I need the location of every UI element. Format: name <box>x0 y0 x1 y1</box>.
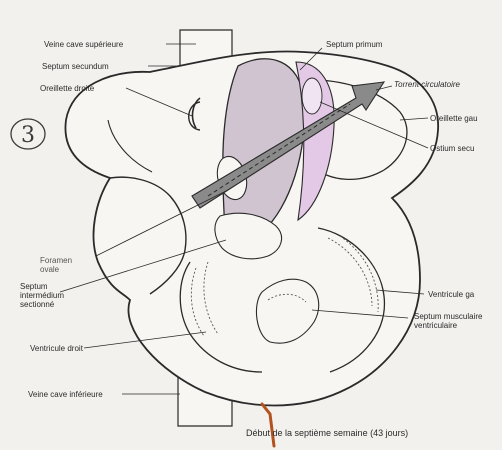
label-veine-cave-superieure: Veine cave supérieure <box>44 40 123 49</box>
label-oreillette-droite: Oreillette droite <box>40 84 94 93</box>
pen-mark <box>262 404 274 446</box>
label-veine-cave-inferieure: Veine cave inférieure <box>28 390 103 399</box>
label-septum-musculaire: Septum musculaire ventriculaire <box>414 312 486 330</box>
label-oreillette-gauche: Oreillette gau <box>430 114 478 123</box>
handwritten-number: 3 <box>21 123 35 148</box>
circled-number-mark: 3 <box>8 114 48 154</box>
label-torrent-circulatoire: Torrent circulatoire <box>394 80 460 89</box>
label-septum-secundum: Septum secundum <box>42 62 109 71</box>
ostium-secundum-hole <box>302 78 322 114</box>
label-septum-intermedium: Septum intermédium sectionné <box>20 282 92 309</box>
label-foramen-ovale: Foramen ovale <box>40 256 86 274</box>
label-septum-primum: Septum primum <box>326 40 382 49</box>
label-ventricule-gauche: Ventricule ga <box>428 290 474 299</box>
diagram-caption: Début de la septième semaine (43 jours) <box>246 428 408 438</box>
label-ostium-secundum: Ostium secu <box>430 144 474 153</box>
label-ventricule-droit: Ventricule droit <box>30 344 83 353</box>
